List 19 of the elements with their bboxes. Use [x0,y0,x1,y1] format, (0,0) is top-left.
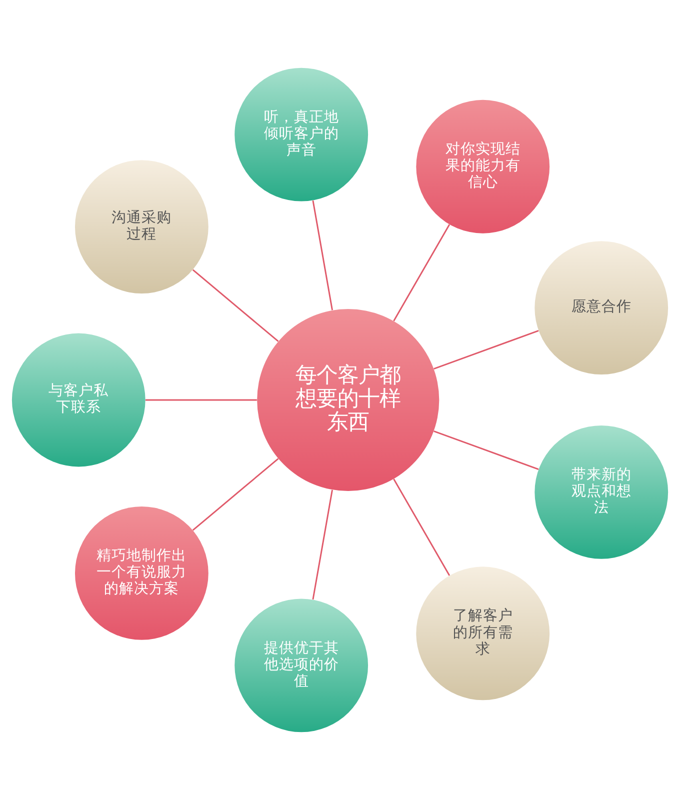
node-circle: 了解客户的所有需求 [416,566,550,700]
node-circle: 听，真正地倾听客户的声音 [234,68,368,202]
connector [393,224,450,322]
connector [434,330,539,370]
connector [434,430,539,470]
node-circle: 提供优于其他选项的价值 [234,598,368,732]
node-circle: 与客户私下联系 [12,333,146,467]
connector [312,490,333,600]
node-circle: 每个客户都想要的十样东西 [257,308,440,492]
connector [146,399,257,401]
connector [393,478,450,576]
node-circle: 沟通采购过程 [74,160,208,294]
node-circle: 带来新的观点和想法 [534,425,668,559]
node-circle: 精巧地制作出一个有说服力的解决方案 [74,506,208,640]
connector [192,269,279,342]
node-circle: 愿意合作 [534,241,668,375]
node-circle: 对你实现结果的能力有信心 [416,100,550,234]
connector [192,458,279,531]
connector [312,200,333,310]
